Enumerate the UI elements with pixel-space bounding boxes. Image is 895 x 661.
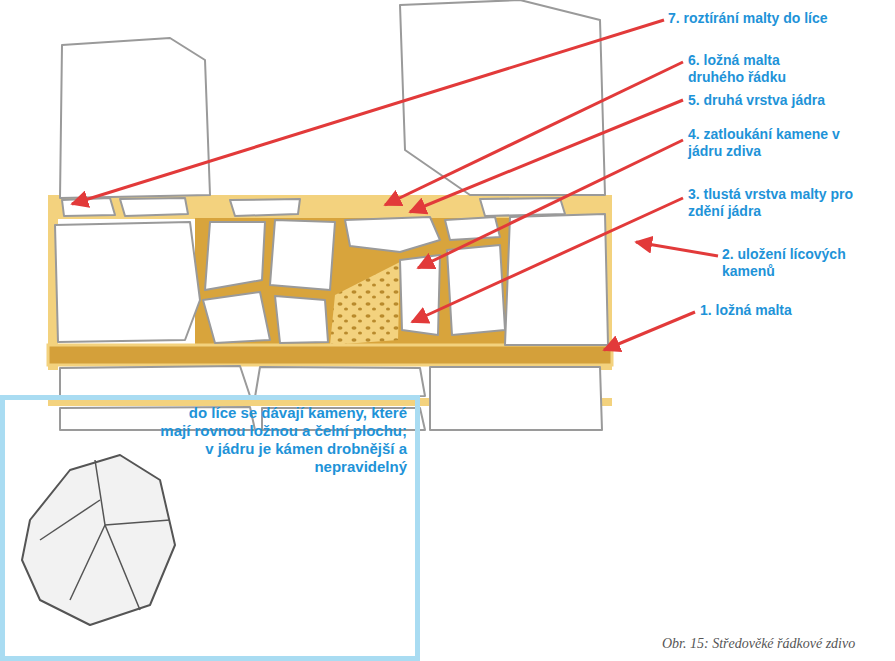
callout-label: 3. tlustá vrstva malty pro zdění jádra <box>688 186 873 220</box>
callout-label: 7. roztírání malty do líce <box>668 10 883 27</box>
figure-caption: Obr. 15: Středověké řádkové zdivo <box>662 636 855 652</box>
note-text: do líce se dávají kameny, které mají rov… <box>157 404 407 476</box>
callout-label: 2. uložení lícových kamenů <box>722 246 887 280</box>
callout-label: 1. ložná malta <box>700 302 850 319</box>
leader-arrows <box>72 20 718 350</box>
callout-label: 4. zatloukání kamene v jádru zdiva <box>688 126 858 160</box>
note-box: do líce se dávají kameny, které mají rov… <box>0 395 420 661</box>
callout-label: 5. druhá vrstva jádra <box>688 92 878 109</box>
callout-label: 6. ložná malta druhého řádku <box>688 52 818 86</box>
